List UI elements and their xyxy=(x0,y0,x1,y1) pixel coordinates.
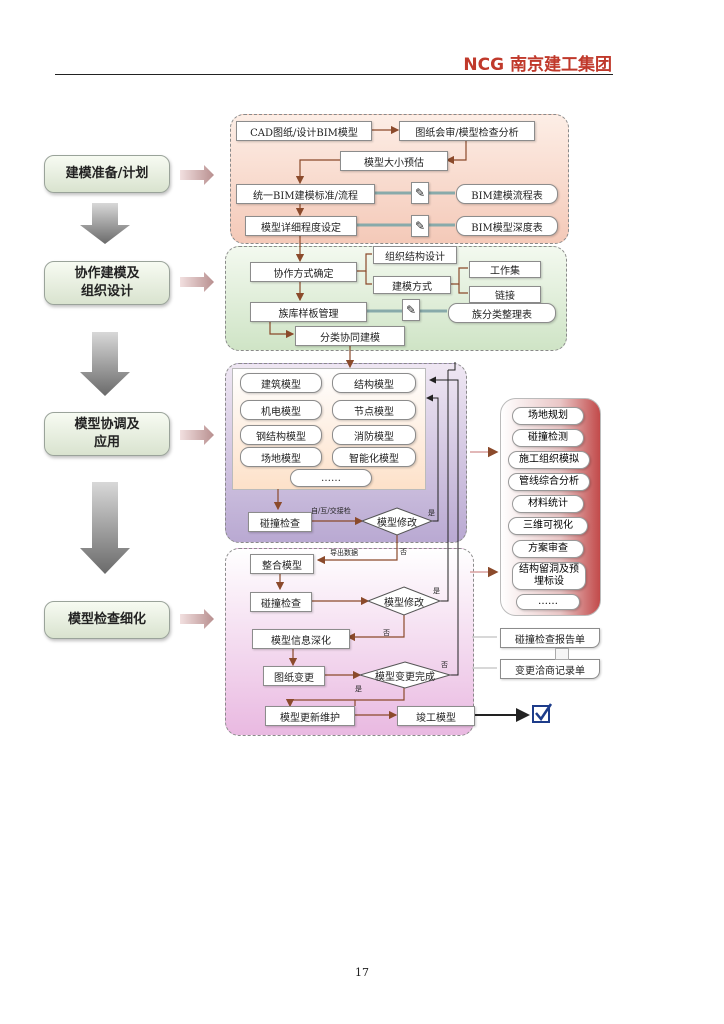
app-plan-review: 方案审查 xyxy=(512,540,584,558)
review-node: 图纸会审/模型检查分析 xyxy=(399,121,535,141)
stage-arrow-2 xyxy=(80,332,130,396)
model-site: 场地模型 xyxy=(240,447,322,467)
integrate-node: 整合模型 xyxy=(250,554,314,574)
change-yes: 是 xyxy=(355,685,362,693)
header-rule xyxy=(55,74,613,75)
document-icon xyxy=(555,648,569,660)
model-structure: 结构模型 xyxy=(332,373,416,393)
refine-no: 否 xyxy=(383,629,390,637)
stage-panel-arrow-2 xyxy=(180,272,214,292)
asbuilt-node: 竣工模型 xyxy=(397,706,475,726)
app-more: …… xyxy=(516,594,580,610)
refine-modify-label: 模型修改 xyxy=(384,597,424,609)
edge-label-check: 自/互/交接检 xyxy=(311,507,351,515)
change-done-diamond xyxy=(358,661,452,689)
stage-arrow-1 xyxy=(80,203,130,244)
coord-modify-diamond xyxy=(360,507,434,536)
stage-collab: 协作建模及组织设计 xyxy=(44,261,170,305)
update-node: 模型更新维护 xyxy=(265,706,355,726)
page-number: 17 xyxy=(355,966,369,979)
standard-node: 统一BIM建模标准/流程 xyxy=(236,184,375,204)
header-brand: NCG 南京建工集团 xyxy=(463,50,612,75)
app-construction-sim: 施工组织模拟 xyxy=(508,451,590,469)
cad-node: CAD图纸/设计BIM模型 xyxy=(236,121,372,141)
edit-icon: ✎ xyxy=(411,182,429,204)
app-embed-marking: 结构留洞及预埋标设 xyxy=(512,562,586,590)
app-material-stats: 材料统计 xyxy=(512,495,584,513)
stage-coord: 模型协调及应用 xyxy=(44,412,170,456)
model-steel: 钢结构模型 xyxy=(240,425,322,445)
change-done-label: 模型变更完成 xyxy=(375,671,435,683)
family-table-node: 族分类整理表 xyxy=(448,303,556,323)
app-pipe-analysis: 管线综合分析 xyxy=(508,473,590,491)
refine-yes: 是 xyxy=(433,587,440,595)
model-architecture: 建筑模型 xyxy=(240,373,322,393)
coord-clash-node: 碰撞检查 xyxy=(248,512,312,532)
edit-icon: ✎ xyxy=(402,299,420,321)
split-node: 分类协同建模 xyxy=(295,326,405,346)
app-clash-detection: 碰撞检测 xyxy=(512,429,584,447)
coord-no: 否 xyxy=(400,548,407,556)
stage-panel-arrow-3 xyxy=(180,425,214,445)
model-more: …… xyxy=(290,469,372,487)
change-node: 图纸变更 xyxy=(263,666,325,686)
stage-arrow-3 xyxy=(80,482,130,574)
model-fire: 消防模型 xyxy=(332,425,416,445)
coord-modify-label: 模型修改 xyxy=(377,517,417,529)
process-table-node: BIM建模流程表 xyxy=(456,184,558,204)
model-node: 节点模型 xyxy=(332,400,416,420)
clash-report-doc: 碰撞检查报告单 xyxy=(500,628,600,648)
model-mep: 机电模型 xyxy=(240,400,322,420)
link-node: 链接 xyxy=(469,286,541,303)
export-label: 导出数据 xyxy=(330,549,358,557)
company-name: 南京建工集团 xyxy=(510,55,612,75)
stage-collab-label: 协作建模及组织设计 xyxy=(74,266,140,299)
stage-panel-arrow-1 xyxy=(180,165,214,185)
refine-modify-diamond xyxy=(366,586,442,616)
mode-node: 建模方式 xyxy=(373,276,451,294)
coord-yes: 是 xyxy=(428,509,435,517)
app-embed-marking-label: 结构留洞及预埋标设 xyxy=(519,564,579,587)
deepen-node: 模型信息深化 xyxy=(252,629,350,649)
workset-node: 工作集 xyxy=(469,261,541,278)
org-node: 组织结构设计 xyxy=(373,246,457,264)
model-intelligent: 智能化模型 xyxy=(332,447,416,467)
family-node: 族库样板管理 xyxy=(250,302,367,322)
brand-code: NCG xyxy=(463,55,505,75)
refine-clash-node: 碰撞检查 xyxy=(250,592,312,612)
detail-node: 模型详细程度设定 xyxy=(245,216,357,236)
method-node: 协作方式确定 xyxy=(250,262,357,282)
stage-coord-label: 模型协调及应用 xyxy=(74,417,140,450)
app-site-planning: 场地规划 xyxy=(512,407,584,425)
depth-table-node: BIM模型深度表 xyxy=(456,216,558,236)
change-record-doc: 变更洽商记录单 xyxy=(500,659,600,679)
size-node: 模型大小预估 xyxy=(340,151,448,171)
stage-refine: 模型检查细化 xyxy=(44,601,170,639)
app-3d-visual: 三维可视化 xyxy=(508,517,588,535)
stage-prep: 建模准备/计划 xyxy=(44,155,170,193)
edit-icon: ✎ xyxy=(411,215,429,237)
stage-panel-arrow-4 xyxy=(180,609,214,629)
change-no: 否 xyxy=(441,661,448,669)
